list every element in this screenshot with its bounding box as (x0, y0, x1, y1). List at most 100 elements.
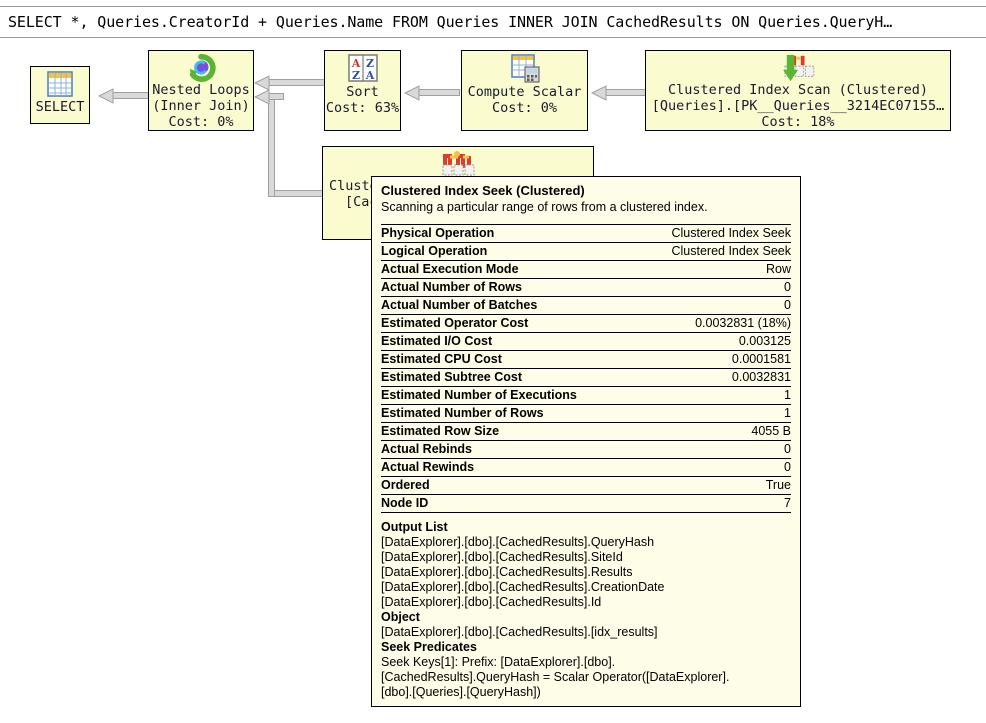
tooltip-property-row: Actual Number of Batches 0 (381, 296, 791, 315)
operator-tooltip: Clustered Index Seek (Clustered) Scannin… (371, 176, 801, 707)
plan-node-sort-labels: Sort Cost: 63% (326, 84, 399, 116)
tooltip-object-section: Object [DataExplorer].[dbo].[CachedResul… (381, 610, 791, 640)
tooltip-property-row: Actual Number of Rows 0 (381, 278, 791, 297)
svg-text:Z: Z (365, 57, 373, 70)
tooltip-object-line: [DataExplorer].[dbo].[CachedResults].[id… (381, 625, 658, 639)
tooltip-property-row: Actual Rebinds 0 (381, 440, 791, 459)
sort-az-icon: A Z Z A (347, 54, 378, 82)
tooltip-property-row: Actual Execution Mode Row (381, 260, 791, 279)
tooltip-property-value: 1 (784, 406, 791, 420)
tooltip-output-list-line: [DataExplorer].[dbo].[CachedResults].Cre… (381, 580, 665, 594)
connector-computescalar-to-sort (418, 89, 460, 96)
plan-node-compute-scalar-line-1: Cost: 0% (491, 100, 557, 116)
tooltip-property-value: Row (765, 262, 791, 276)
tooltip-title: Clustered Index Seek (Clustered) (381, 183, 585, 198)
tooltip-property-value: 0.0032831 (18%) (695, 316, 791, 330)
tooltip-property-value: 0.0001581 (731, 352, 791, 366)
arrowhead-nestedloops-lower (254, 89, 270, 105)
tooltip-object-title: Object (381, 610, 420, 624)
tooltip-property-key: Estimated Row Size (381, 424, 500, 438)
tooltip-property-key: Actual Number of Rows (381, 280, 522, 294)
tooltip-description: Scanning a particular range of rows from… (381, 200, 708, 214)
arrowhead-to-select (98, 88, 114, 104)
tooltip-property-value: 1 (784, 388, 791, 402)
connector-indexscan-to-computescalar (605, 89, 647, 96)
plan-node-clustered-index-scan-labels: Clustered Index Scan (Clustered) [Querie… (652, 82, 945, 130)
tooltip-seek-predicate-line: Seek Keys[1]: Prefix: [DataExplorer].[db… (381, 655, 616, 669)
arrowhead-nestedloops-upper (254, 75, 270, 91)
tooltip-seek-predicates-title: Seek Predicates (381, 640, 477, 654)
nested-loops-icon (189, 54, 216, 82)
tooltip-property-value: 0 (784, 298, 791, 312)
arrowhead-to-computescalar (591, 85, 607, 101)
tooltip-property-key: Actual Number of Batches (381, 298, 538, 312)
tooltip-property-row: Estimated Operator Cost 0.0032831 (18%) (381, 314, 791, 333)
plan-node-nested-loops[interactable]: Nested Loops (Inner Join) Cost: 0% (148, 50, 254, 131)
tooltip-property-row: Estimated Row Size 4055 B (381, 422, 791, 441)
connector-seek-horizontal-upper (268, 93, 284, 100)
tooltip-property-key: Estimated I/O Cost (381, 334, 493, 348)
tooltip-property-key: Estimated Number of Executions (381, 388, 577, 402)
plan-node-sort-line-0: Sort (346, 84, 379, 100)
tooltip-property-row: Node ID 7 (381, 494, 791, 513)
tooltip-property-value: 4055 B (751, 424, 791, 438)
tooltip-seek-predicates-section: Seek Predicates Seek Keys[1]: Prefix: [D… (381, 640, 791, 700)
svg-text:A: A (364, 69, 374, 82)
svg-text:Z: Z (351, 69, 359, 82)
plan-node-clustered-index-scan-line-2: Cost: 18% (761, 114, 835, 130)
plan-node-compute-scalar-labels: Compute Scalar Cost: 0% (468, 84, 582, 116)
connector-seek-vertical (268, 93, 275, 197)
plan-node-clustered-index-scan[interactable]: Clustered Index Scan (Clustered) [Querie… (645, 50, 951, 131)
tooltip-output-list-line: [DataExplorer].[dbo].[CachedResults].Res… (381, 565, 633, 579)
tooltip-seek-predicate-line: [CachedResults].QueryHash = Scalar Opera… (381, 670, 730, 684)
tooltip-property-row: Estimated CPU Cost 0.0001581 (381, 350, 791, 369)
tooltip-property-key: Actual Rewinds (381, 460, 475, 474)
tooltip-seek-predicate-line: [dbo].[Queries].[QueryHash]) (381, 685, 541, 699)
connector-sort-to-nestedloops (268, 79, 326, 86)
tooltip-property-key: Actual Rebinds (381, 442, 472, 456)
tooltip-property-row: Estimated Number of Executions 1 (381, 386, 791, 405)
query-text-header: SELECT *, Queries.CreatorId + Queries.Na… (0, 6, 986, 38)
tooltip-property-key: Estimated Subtree Cost (381, 370, 523, 384)
tooltip-property-key: Estimated Number of Rows (381, 406, 544, 420)
plan-node-sort-line-1: Cost: 63% (325, 100, 400, 116)
clustered-index-seek-icon (442, 151, 475, 176)
tooltip-property-value: 0 (784, 280, 791, 294)
clustered-index-scan-icon (783, 54, 815, 82)
plan-node-compute-scalar-line-0: Compute Scalar (467, 84, 582, 100)
plan-node-clustered-index-scan-line-1: [Queries].[PK__Queries__3214EC07155… (651, 98, 945, 114)
plan-node-nested-loops-labels: Nested Loops (Inner Join) Cost: 0% (152, 82, 250, 130)
tooltip-property-key: Logical Operation (381, 244, 488, 258)
tooltip-property-key: Actual Execution Mode (381, 262, 519, 276)
plan-node-select[interactable]: SELECT (30, 66, 90, 124)
plan-node-select-line-0: SELECT (35, 99, 85, 115)
arrowhead-to-sort (404, 85, 420, 101)
result-grid-icon (47, 71, 73, 97)
tooltip-property-value: 7 (784, 496, 791, 510)
tooltip-property-key: Estimated CPU Cost (381, 352, 502, 366)
tooltip-property-value: 0.003125 (738, 334, 791, 348)
tooltip-property-key: Node ID (381, 496, 429, 510)
tooltip-property-value: True (765, 478, 791, 492)
plan-node-compute-scalar[interactable]: Compute Scalar Cost: 0% (461, 50, 588, 131)
tooltip-property-key: Estimated Operator Cost (381, 316, 529, 330)
tooltip-property-value: Clustered Index Seek (671, 244, 791, 258)
plan-node-nested-loops-line-1: (Inner Join) (152, 98, 250, 114)
query-text: SELECT *, Queries.CreatorId + Queries.Na… (8, 13, 893, 31)
tooltip-output-list-section: Output List [DataExplorer].[dbo].[Cached… (381, 520, 791, 610)
tooltip-property-row: Estimated I/O Cost 0.003125 (381, 332, 791, 351)
tooltip-property-value: 0 (784, 442, 791, 456)
connector-nestedloops-to-select (112, 92, 150, 99)
tooltip-output-list-line: [DataExplorer].[dbo].[CachedResults].Sit… (381, 550, 623, 564)
svg-text:A: A (350, 57, 360, 70)
tooltip-output-list-line: [DataExplorer].[dbo].[CachedResults].Que… (381, 535, 655, 549)
plan-node-sort[interactable]: A Z Z A Sort Cost: 63% (324, 50, 401, 131)
plan-node-clustered-index-seek-line-0: Cluste (329, 178, 378, 194)
connector-seek-horizontal-lower (268, 190, 326, 197)
tooltip-property-value: Clustered Index Seek (671, 226, 791, 240)
tooltip-property-row: Estimated Number of Rows 1 (381, 404, 791, 423)
